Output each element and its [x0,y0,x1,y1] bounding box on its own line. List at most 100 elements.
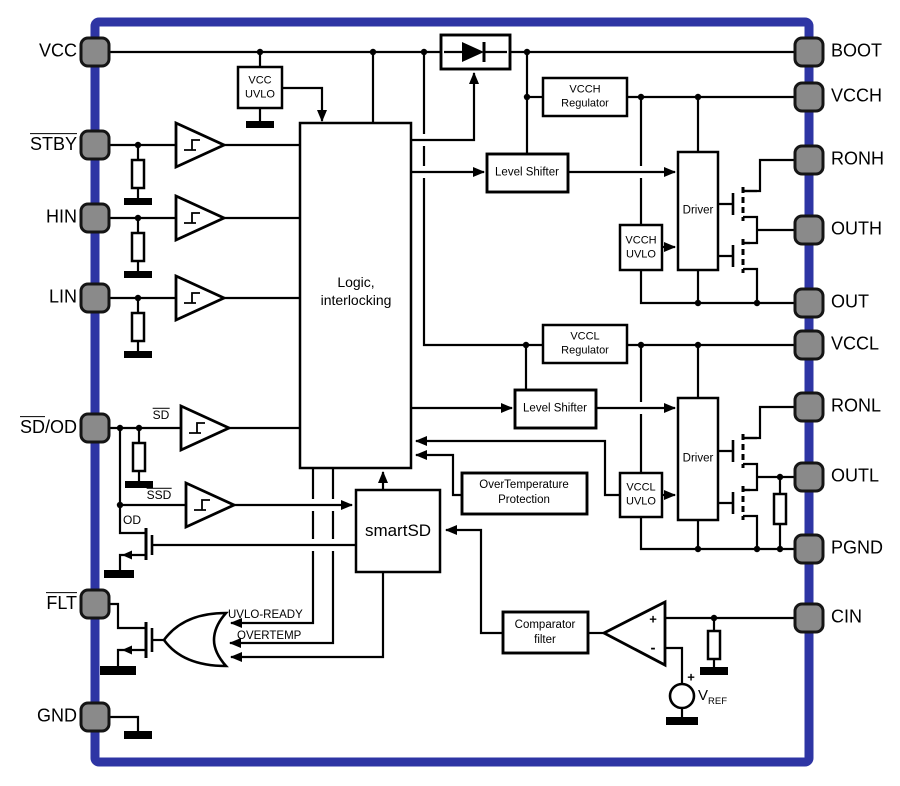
wire-fet-high-mid [743,215,759,245]
pin-stby [79,129,111,161]
level-shifter-high-box [485,152,570,194]
sd-signal-label: SD [152,407,170,422]
comparator-plus-label: + [649,611,657,627]
level-shifter-low-label: Level Shifter [523,402,587,415]
wire-filter-to-smartsd [445,525,503,635]
pin-vcch [793,81,825,113]
ground-icons [100,121,728,739]
package-pins [79,36,825,733]
or-gate-icon [162,611,229,668]
bootstrap-diode-icon [439,33,512,71]
pin-cin [793,602,825,634]
ground-od-icon [104,570,134,578]
logic-box [298,121,413,470]
nmos-low-side-icons [731,434,757,520]
comparator-minus-label: - [650,639,656,657]
pin-label-vcc: VCC [38,40,77,61]
wire-fet-high-src [743,267,759,303]
wire-od-drain [118,428,146,535]
ground-flt-icon [100,666,136,675]
resistor-lin [130,311,146,343]
wire-ronl [743,405,795,440]
wire-logic-to-diode [411,72,479,142]
wire-vccluvlo-to-logic [415,436,620,497]
pin-outl [793,461,825,493]
resistor-icons [130,158,788,661]
schmitt-ssd-icon [184,480,238,530]
wire-fet-low-mid [743,462,759,492]
pin-label-outl: OUTL [831,465,880,486]
wire-flt-drain [109,602,146,630]
wire-out-rail [639,270,795,305]
pin-gnd [79,701,111,733]
pin-label-boot: BOOT [831,40,883,61]
ground-stby-icon [124,198,152,205]
ic-outline [90,17,814,767]
pin-label-ronh: RONH [831,148,884,169]
wire-pgnd-rail [639,517,795,551]
pin-label-pgnd: PGND [831,537,884,558]
nmos-high-side-icons [731,187,757,273]
pin-label-hin: HIN [46,206,77,227]
vref-label: VREF [698,687,728,707]
ssd-signal-label: SSD [146,487,172,502]
wire-flt-source [116,648,146,666]
resistor-stby [130,158,146,190]
schmitt-stby-icon [174,120,228,170]
pin-label-vccl: VCCL [831,333,880,354]
od-signal-label: OD [123,513,141,527]
pin-hin [79,202,111,234]
pin-label-ronl: RONL [831,395,882,416]
vccl-regulator-box [541,323,629,365]
nmos-od-icon [122,528,154,560]
pin-label-cin: CIN [831,606,862,627]
schmitt-sd-icon [179,403,233,453]
nmos-flt-icon [122,622,154,658]
ground-hin-icon [124,271,152,278]
vcc-uvlo-box [236,65,284,110]
wire-overtemp-to-logic [415,450,462,497]
level-shifter-high-label: Level Shifter [495,166,559,179]
driver-high-box [676,150,720,272]
smartsd-box [354,488,442,574]
pin-label-lin: LIN [48,286,77,307]
wire-overtemp [229,551,335,648]
pin-label-out: OUT [831,291,869,312]
pin-boot [793,36,825,68]
resistor-sdod [131,441,147,473]
driver-low-label: Driver [682,452,714,465]
schmitt-hin-icon [174,193,228,243]
ground-lin-icon [124,351,152,358]
wire-vcc-to-vccl-reg [422,52,543,347]
resistor-hin [130,231,146,263]
resistor-cin [706,629,722,661]
pin-sdod [79,412,111,444]
wire-fet-low-src [743,514,759,549]
wire-vref-in [665,646,684,684]
junction-dots [116,48,784,622]
pin-pgnd [793,533,825,565]
pin-outh [793,214,825,246]
vref-source-icon [668,682,696,710]
ground-sdod-icon [125,481,153,488]
vref-plus-label: + [687,669,695,685]
vccl-uvlo-box [618,471,664,519]
pin-ronl [793,391,825,423]
overtemp-protection-box [460,471,589,516]
level-shifter-low-box [513,388,598,430]
pin-label-gnd: GND [37,705,77,726]
wire-driver-low-gates [718,449,733,505]
ground-vref-icon [666,717,698,725]
wire-uvloready [230,551,315,628]
uvlo-ready-label: UVLO-READY [228,609,303,621]
pin-label-sdod: SD/OD [19,416,77,438]
comparator-filter-box [501,610,590,655]
